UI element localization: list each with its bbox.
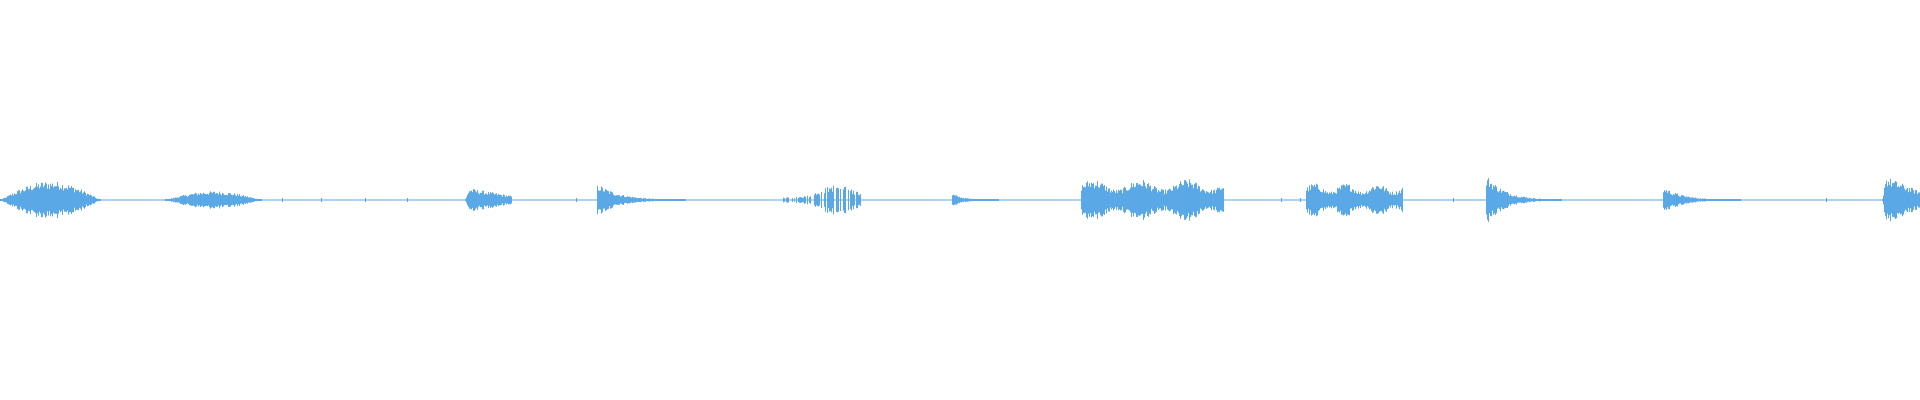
waveform-segment — [783, 185, 861, 215]
waveform-segment — [0, 181, 101, 219]
waveform-segment — [1306, 183, 1403, 217]
waveform-segment — [1486, 178, 1562, 222]
waveform-segment — [1663, 190, 1741, 210]
waveform-segment — [952, 194, 999, 206]
waveform-segment — [1882, 178, 1920, 222]
waveform-segment — [597, 185, 686, 215]
waveform-segment — [465, 189, 512, 211]
waveform-segment — [1081, 179, 1224, 221]
waveform-samples — [0, 178, 1920, 222]
waveform-segment — [165, 191, 262, 209]
